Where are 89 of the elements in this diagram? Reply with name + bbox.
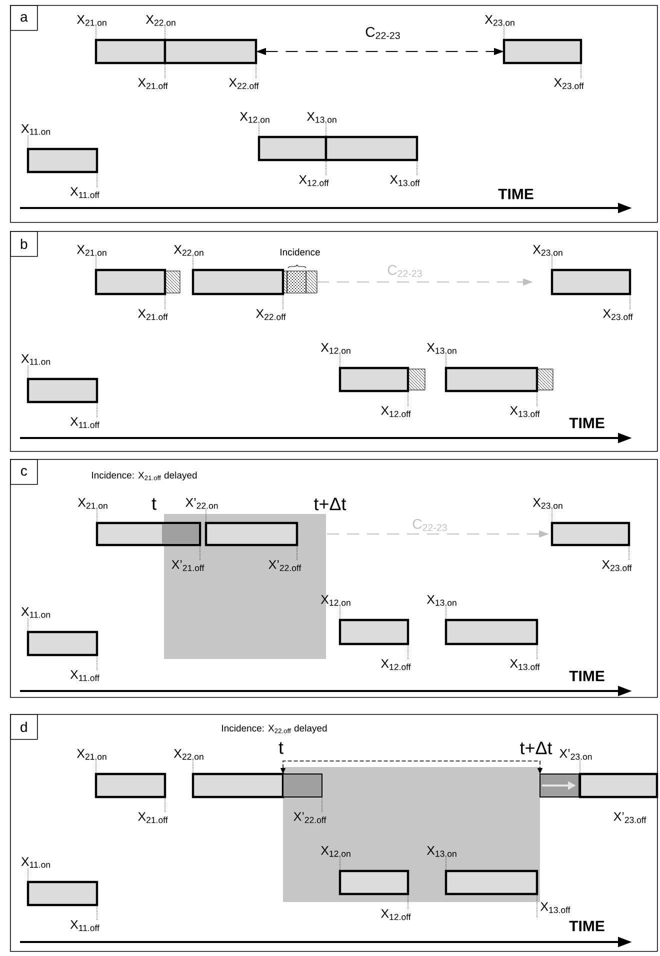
bar <box>26 880 98 906</box>
time-label: X$_{11.on}$ <box>21 124 50 150</box>
time-label: X$_{22.on}$ <box>174 749 204 774</box>
bar <box>94 268 166 296</box>
bar <box>338 366 410 392</box>
time-label: X$_{13.off}$ <box>510 644 540 670</box>
panel-letter: b <box>10 231 38 257</box>
bar <box>338 870 410 896</box>
time-label: X$_{13.on}$ <box>426 846 456 872</box>
bar <box>444 366 538 392</box>
bar <box>550 268 632 296</box>
time-label: X$_{21.on}$ <box>76 245 106 270</box>
time-label: X$_{12.on}$ <box>240 112 270 138</box>
time-label: X$_{13.on}$ <box>306 112 336 138</box>
time-label-axis: TIME <box>569 670 604 682</box>
time-label: X$_{13.on}$ <box>426 595 456 620</box>
time-label: X$_{21.off}$ <box>138 796 168 824</box>
time-label: X$_{12.on}$ <box>320 595 350 620</box>
time-label: X$_{21.on}$ <box>78 498 108 524</box>
time-label: X’$_{23.off}$ <box>614 812 646 824</box>
time-label: X$_{13.off}$ <box>536 894 570 918</box>
bar <box>502 38 582 64</box>
edge-label: C$_{22-23}$ <box>411 518 449 532</box>
time-label: X$_{11.on}$ <box>21 857 50 882</box>
bar <box>550 522 630 546</box>
bar <box>258 136 328 162</box>
incidence-label: Incidence <box>280 248 320 256</box>
time-label: X$_{23.off}$ <box>602 544 632 572</box>
edge-label: C$_{22-23}$ <box>364 26 402 40</box>
time-label: X$_{11.on}$ <box>21 354 50 380</box>
time-label-axis: TIME <box>569 920 604 932</box>
time-label: X$_{13.off}$ <box>390 160 420 186</box>
panel-letter: d <box>10 714 38 740</box>
instant-label: t <box>152 498 156 510</box>
bar <box>444 618 538 646</box>
panel-letter: c <box>10 459 38 485</box>
time-label-axis: TIME <box>498 188 534 200</box>
time-label-axis: TIME <box>569 418 604 428</box>
time-label: X$_{13.off}$ <box>510 390 540 418</box>
time-label: X$_{22.off}$ <box>229 62 259 90</box>
heading-text: Incidence: X$_{21.off}$ delayed <box>92 472 197 480</box>
time-label: X$_{12.on}$ <box>320 343 350 368</box>
bar <box>94 772 166 798</box>
bar <box>444 870 538 896</box>
bar <box>94 38 166 64</box>
instant-label: t+Δt <box>520 742 552 754</box>
time-label: X$_{23.on}$ <box>484 15 514 40</box>
panel-letter: a <box>10 5 38 31</box>
time-label: X’$_{22.off}$ <box>294 796 326 824</box>
time-label: X$_{13.on}$ <box>426 343 456 368</box>
time-label: X$_{11.off}$ <box>70 402 100 428</box>
time-label: X$_{23.off}$ <box>603 294 633 320</box>
bar <box>204 522 298 546</box>
time-label: X’$_{22.off}$ <box>268 544 302 572</box>
time-label: X$_{11.off}$ <box>70 172 100 198</box>
time-label: X$_{23.on}$ <box>532 498 562 524</box>
instant-label: t <box>278 742 284 754</box>
bar <box>192 268 284 296</box>
time-label: X’$_{23.on}$ <box>560 749 592 774</box>
edge-label: C$_{22-23}$ <box>386 264 424 278</box>
time-label: X$_{21.on}$ <box>76 749 106 774</box>
time-label: X$_{21.off}$ <box>138 62 168 90</box>
time-label: X$_{12.off}$ <box>381 390 411 418</box>
bar <box>192 772 284 798</box>
time-label: X$_{12.on}$ <box>320 846 350 872</box>
instant-label: t+Δt <box>314 498 346 510</box>
time-label: X$_{11.off}$ <box>70 654 100 682</box>
time-label: X$_{23.off}$ <box>554 62 584 90</box>
time-label: X$_{12.off}$ <box>299 160 329 186</box>
heading-text: Incidence: X$_{22.off}$ delayed <box>222 724 327 734</box>
time-label: X$_{12.off}$ <box>381 894 411 920</box>
bar <box>578 772 658 798</box>
time-label: X$_{11.off}$ <box>70 904 100 932</box>
time-label: X$_{12.off}$ <box>381 644 411 670</box>
bar <box>26 148 98 174</box>
time-label: X$_{23.on}$ <box>532 245 562 270</box>
time-label: X$_{11.on}$ <box>21 607 50 632</box>
time-label: X$_{22.off}$ <box>256 294 286 320</box>
time-label: X’$_{21.off}$ <box>172 544 204 572</box>
bar <box>164 38 258 64</box>
time-label: X$_{22.on}$ <box>146 15 176 40</box>
time-label: X$_{21.on}$ <box>76 15 106 40</box>
bar <box>26 378 98 404</box>
time-label: X’$_{22.on}$ <box>186 498 218 524</box>
bar <box>26 630 98 656</box>
bar <box>324 136 418 162</box>
time-label: X$_{21.off}$ <box>138 294 168 320</box>
bar <box>338 618 410 646</box>
time-label: X$_{22.on}$ <box>174 245 204 270</box>
